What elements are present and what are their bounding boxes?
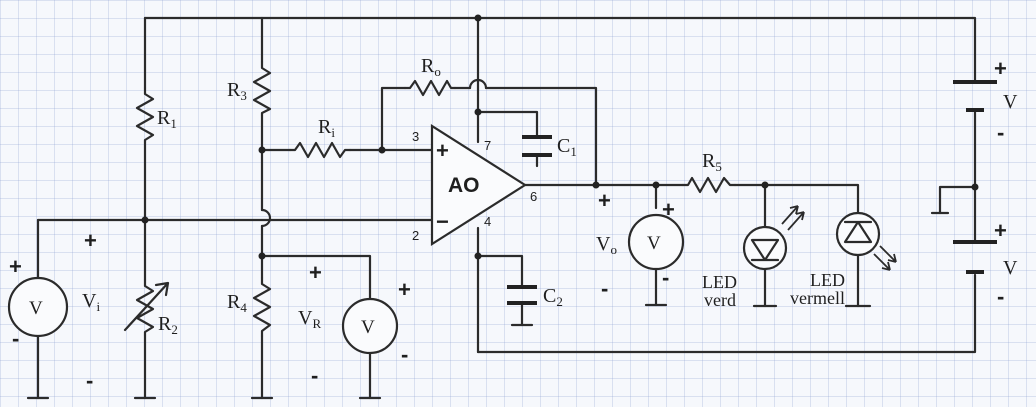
label-led-red-line1: LED [810,270,845,290]
led-red-light-arrows [873,245,897,271]
label-r1: R1 [157,107,177,131]
sign-battery-top-minus: - [997,120,1004,145]
battery-top [953,80,997,112]
ground-bars [26,211,950,400]
op-amp-minus-sign: − [436,209,449,234]
capacitors [507,135,552,305]
crossover-hop-left [260,208,272,228]
vr-meter-wire [260,254,372,400]
label-vi: Vi [82,290,100,314]
junctions [141,14,979,260]
battery-bottom [953,240,997,274]
sign-vo-meter-plus: + [662,197,675,222]
capacitor-c1 [522,135,552,157]
ground-terminals [26,211,950,400]
c1-wire [476,110,539,168]
led-green-light-arrows [781,205,805,231]
bottom-rail-wire [476,273,977,354]
voltmeter-vr: V [341,297,399,355]
sign-battery-top-plus: + [994,56,1007,81]
c2-wire [476,254,524,327]
top-rail-wire [143,16,977,82]
junction-dot [258,252,266,260]
resistor-r5 [681,176,737,194]
ground-tap-wire [938,185,977,215]
ro-feedback-wire [380,86,598,187]
label-ro: Ro [421,55,441,79]
sign-battery-bottom-plus: + [994,218,1007,243]
junction-dot [474,108,482,116]
label-supply-bottom: V [1003,257,1018,279]
junction-dot [761,181,769,189]
pin-6-label: 6 [530,189,537,204]
voltmeter-vi-symbol: V [29,298,43,319]
capacitor-c2 [507,285,537,305]
op-amp-plus-sign: + [436,138,449,163]
potentiometer-arrow [123,281,170,332]
label-led-green-line2: verd [704,290,736,310]
pin-7-label: 7 [484,138,491,153]
label-ri: Ri [318,116,335,140]
label-vr: VR [298,307,321,331]
led-red [835,211,897,271]
resistor-r1 [135,86,155,144]
sign-vr-minus: - [401,342,408,367]
sign-vo-meter-minus: - [662,265,669,290]
junction-dot [971,183,979,191]
label-led-green-line1: LED [702,272,737,292]
op-amp [430,123,528,247]
pin-2-label: 2 [412,228,419,243]
pin-4-label: 4 [484,214,491,229]
resistor-r2 [135,278,155,337]
junction-dot [378,146,386,154]
wires [36,16,977,400]
junction-dot [258,146,266,154]
resistor-r4 [252,276,272,338]
label-supply-top: V [1003,91,1018,113]
sign-vi-minus: - [86,368,93,393]
label-c1: C1 [557,135,577,159]
sign-output-plus: + [598,188,611,213]
label-r4: R4 [227,291,247,315]
junction-dot [474,14,482,22]
led-green-symbol [750,238,780,262]
junction-dot [141,216,149,224]
sign-vr-plus: + [398,277,411,302]
junction-dot [652,181,660,189]
label-r2: R2 [158,313,178,337]
label-led-red-line2: vermell [790,288,845,308]
label-c2: C2 [543,285,563,309]
junction-dot [474,252,482,260]
voltmeter-vo: V [627,213,685,271]
label-r5: R5 [702,150,722,174]
sign-vr-node-plus: + [309,260,322,285]
sign-vr-node-minus: - [311,363,318,388]
label-r3: R3 [227,79,247,103]
sign-vi-meter-minus: - [12,326,19,351]
resistor-r3 [252,60,272,117]
sign-vi-plus: + [84,228,97,253]
sign-vi-meter-plus: + [9,254,22,279]
sign-battery-bottom-minus: - [997,284,1004,309]
junction-dot [592,181,600,189]
voltmeter-vo-symbol: V [647,233,661,254]
pin-3-label: 3 [412,129,419,144]
op-amp-label: AO [448,174,480,197]
voltmeter-vi: V [7,276,69,338]
voltmeter-vr-symbol: V [361,317,375,338]
led-red-symbol [843,220,873,244]
resistors [123,60,737,338]
resistor-ro [403,79,457,97]
sign-output-minus: - [601,276,608,301]
led-green [742,205,805,271]
batteries [953,80,997,274]
label-vo: Vo [596,233,617,257]
resistor-ri [288,141,352,159]
